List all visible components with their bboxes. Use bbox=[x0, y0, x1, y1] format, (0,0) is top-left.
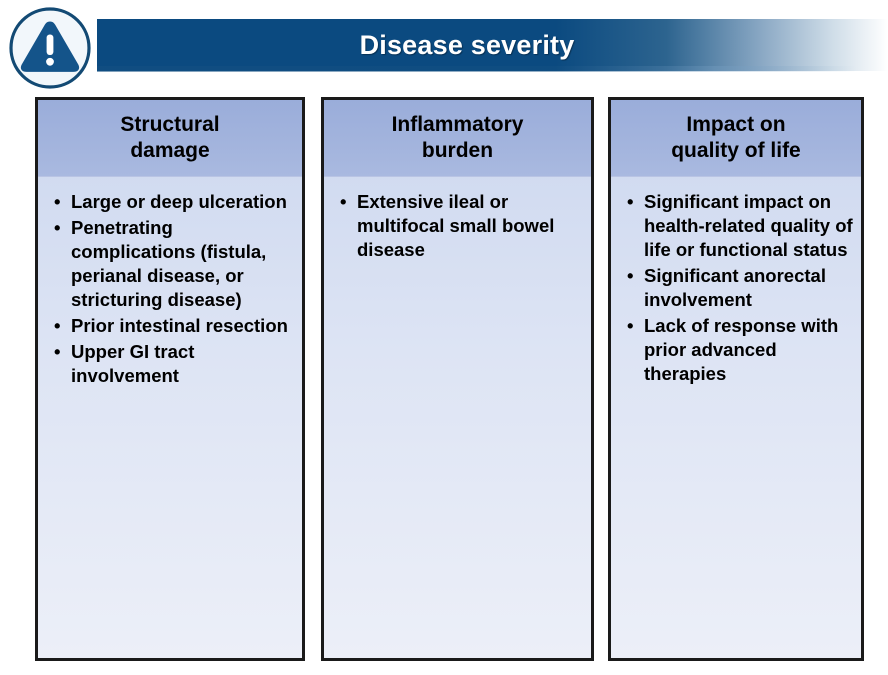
column-impact-on-quality-of-life: Impact on quality of life • Significant … bbox=[608, 97, 864, 661]
bullet-icon: • bbox=[54, 315, 61, 336]
bullet-icon: • bbox=[627, 265, 634, 286]
bullet-icon: • bbox=[627, 191, 634, 212]
list-item: • Large or deep ulceration bbox=[52, 190, 294, 214]
list-item-text: Penetrating complications (fistula, peri… bbox=[71, 217, 267, 310]
column-body: • Large or deep ulceration • Penetrating… bbox=[38, 177, 302, 388]
bullet-list: • Extensive ileal or multifocal small bo… bbox=[338, 190, 583, 262]
column-inflammatory-burden: Inflammatory burden • Extensive ileal or… bbox=[321, 97, 594, 661]
bullet-icon: • bbox=[340, 191, 347, 212]
column-header: Impact on quality of life bbox=[611, 100, 861, 177]
bullet-icon: • bbox=[627, 315, 634, 336]
list-item: • Lack of response with prior advanced t… bbox=[625, 314, 853, 386]
list-item-text: Lack of response with prior advanced the… bbox=[644, 315, 839, 384]
column-header-label: Inflammatory burden bbox=[391, 113, 524, 162]
column-header-label: Structural damage bbox=[120, 113, 220, 162]
list-item-text: Large or deep ulceration bbox=[71, 191, 287, 212]
list-item: • Penetrating complications (fistula, pe… bbox=[52, 216, 294, 312]
list-item: • Significant anorectal involvement bbox=[625, 264, 853, 312]
column-body: • Extensive ileal or multifocal small bo… bbox=[324, 177, 591, 262]
list-item: • Significant impact on health-related q… bbox=[625, 190, 853, 262]
bullet-icon: • bbox=[54, 341, 61, 362]
bullet-list: • Significant impact on health-related q… bbox=[625, 190, 853, 386]
bullet-icon: • bbox=[54, 217, 61, 238]
bullet-icon: • bbox=[54, 191, 61, 212]
column-header-label: Impact on quality of life bbox=[671, 113, 801, 162]
column-structural-damage: Structural damage • Large or deep ulcera… bbox=[35, 97, 305, 661]
list-item: • Upper GI tract involvement bbox=[52, 340, 294, 388]
warning-triangle-icon bbox=[9, 7, 91, 89]
list-item: • Prior intestinal resection bbox=[52, 314, 294, 338]
column-header: Structural damage bbox=[38, 100, 302, 177]
column-header: Inflammatory burden bbox=[324, 100, 591, 177]
banner: Disease severity bbox=[0, 0, 888, 95]
list-item-text: Significant impact on health-related qua… bbox=[644, 191, 853, 260]
column-body: • Significant impact on health-related q… bbox=[611, 177, 861, 386]
banner-bar bbox=[97, 19, 888, 71]
list-item-text: Significant anorectal involvement bbox=[644, 265, 826, 310]
list-item-text: Upper GI tract involvement bbox=[71, 341, 195, 386]
list-item-text: Prior intestinal resection bbox=[71, 315, 288, 336]
page-title: Disease severity bbox=[359, 30, 575, 60]
list-item-text: Extensive ileal or multifocal small bowe… bbox=[357, 191, 555, 260]
banner-bar-shadow bbox=[97, 66, 888, 72]
bullet-list: • Large or deep ulceration • Penetrating… bbox=[52, 190, 294, 388]
list-item: • Extensive ileal or multifocal small bo… bbox=[338, 190, 583, 262]
